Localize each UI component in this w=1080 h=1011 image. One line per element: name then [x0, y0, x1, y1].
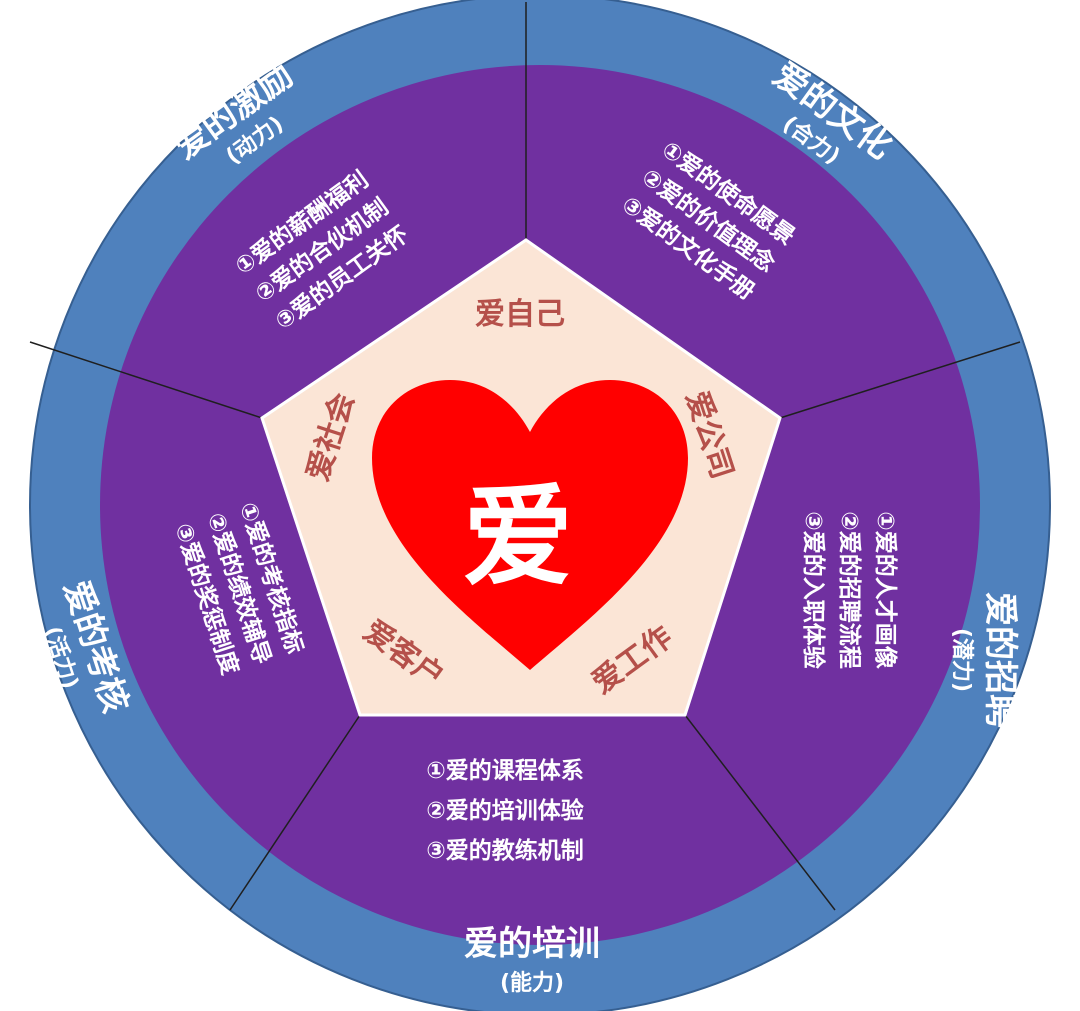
- divider-line: [229, 714, 361, 911]
- segment-item: ②爱的招聘流程: [836, 511, 863, 668]
- segment-title: 爱的招聘: [980, 592, 1020, 728]
- divider-line: [684, 714, 836, 911]
- heart-icon: [372, 380, 688, 670]
- segment-item: ①爱的课程体系: [426, 757, 583, 784]
- segment-subtitle: (潜力): [949, 628, 974, 692]
- divider-line: [29, 341, 263, 419]
- segment-subtitle: (能力): [500, 970, 564, 996]
- segment-title: 爱的培训: [464, 924, 600, 964]
- segment-item: ③爱的入职体验: [800, 511, 827, 668]
- segment-recruiting: ①爱的人才画像 ②爱的招聘流程 ③爱的入职体验: [800, 511, 899, 669]
- pentagon-label-self: 爱自己: [475, 297, 565, 332]
- segment-training-header: 爱的培训 (能力): [464, 924, 600, 996]
- segment-item: ①爱的人才画像: [872, 511, 899, 669]
- segment-dividers: [29, 2, 1021, 911]
- segment-recruiting-header: 爱的招聘 (潜力): [949, 592, 1020, 728]
- segment-item: ②爱的培训体验: [426, 797, 583, 824]
- divider-line: [779, 341, 1021, 419]
- segment-training: ①爱的课程体系 ②爱的培训体验 ③爱的教练机制: [426, 757, 583, 864]
- heart-center-text: 爱: [463, 473, 573, 601]
- segment-item: ③爱的教练机制: [426, 837, 583, 864]
